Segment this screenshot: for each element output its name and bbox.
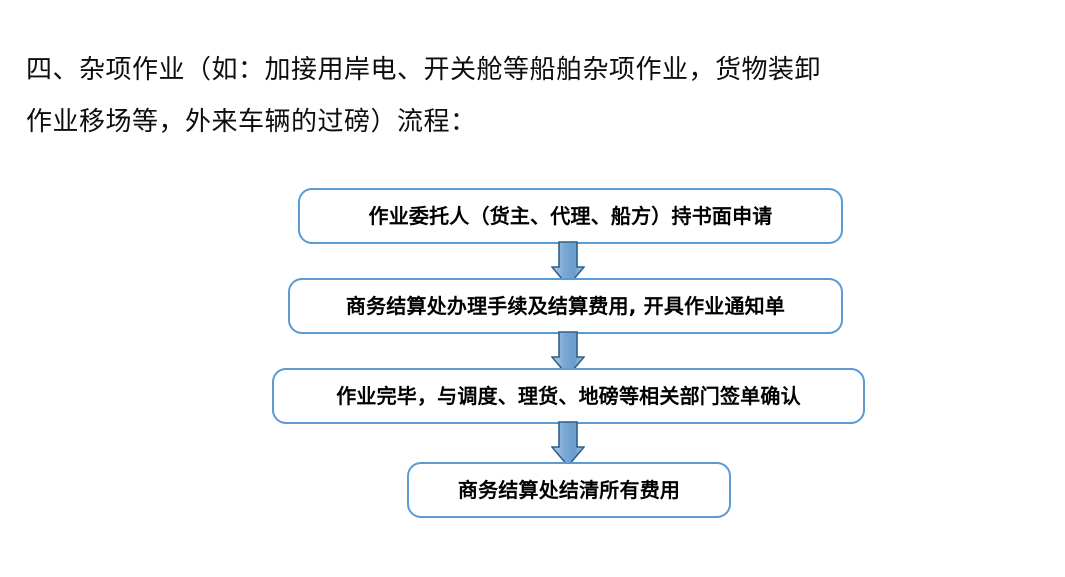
flow-node-label: 作业完毕，与调度、理货、地磅等相关部门签单确认 <box>336 384 801 408</box>
down-arrow-icon <box>551 241 585 287</box>
flow-node-label: 商务结算处结清所有费用 <box>457 478 681 502</box>
flow-node-label: 作业委托人（货主、代理、船方）持书面申请 <box>368 204 773 228</box>
flow-node-completion-signoff[interactable]: 作业完毕，与调度、理货、地磅等相关部门签单确认 <box>272 368 865 424</box>
page-heading: 四、杂项作业（如：加接用岸电、开关舱等船舶杂项作业，货物装卸 作业移场等，外来车… <box>26 44 986 148</box>
down-arrow-icon <box>551 421 585 467</box>
heading-line-1: 四、杂项作业（如：加接用岸电、开关舱等船舶杂项作业，货物装卸 <box>26 55 822 84</box>
flow-node-label: 商务结算处办理手续及结算费用, 开具作业通知单 <box>345 294 786 318</box>
flow-node-application[interactable]: 作业委托人（货主、代理、船方）持书面申请 <box>298 188 843 244</box>
flow-node-final-payment[interactable]: 商务结算处结清所有费用 <box>407 462 731 518</box>
flow-node-settlement-office[interactable]: 商务结算处办理手续及结算费用, 开具作业通知单 <box>288 278 843 334</box>
down-arrow-icon <box>551 331 585 377</box>
heading-line-2: 作业移场等，外来车辆的过磅）流程： <box>26 107 477 136</box>
